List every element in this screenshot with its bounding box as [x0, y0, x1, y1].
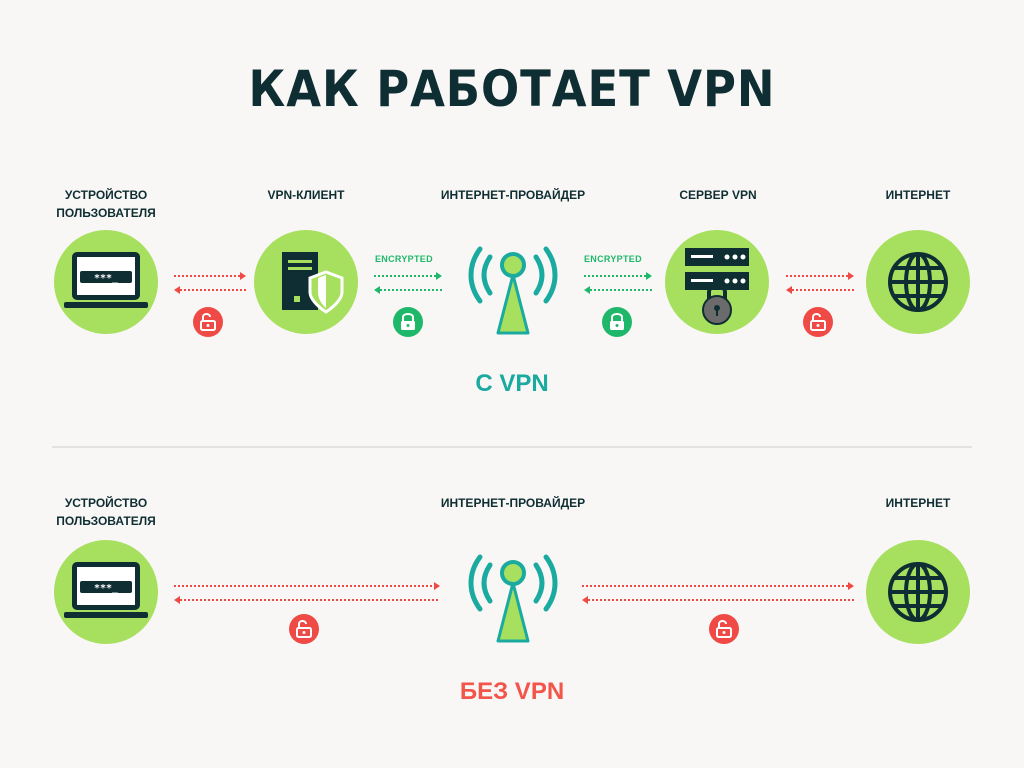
isp-node [458, 235, 568, 335]
arrow-device-client [174, 272, 246, 294]
label-internet: ИНТЕРНЕТ [885, 188, 951, 202]
server-lock-icon [685, 248, 749, 325]
device-node: ***_ [54, 230, 158, 334]
antenna-icon [468, 554, 558, 643]
shield-server-icon [282, 252, 344, 314]
arrow-isp-internet [582, 582, 854, 604]
label-vpn-server: СЕРВЕР VPN [679, 188, 757, 202]
encrypted-label-2: ENCRYPTED [584, 254, 642, 264]
screen-password-text: ***_ [94, 273, 119, 284]
arrow-server-internet [786, 272, 854, 294]
without-vpn-label: БЕЗ VPN [459, 678, 565, 705]
label-vpn-client: VPN-КЛИЕНТ [267, 188, 345, 202]
laptop-icon: ***_ [64, 562, 148, 618]
antenna-icon [468, 246, 558, 335]
label-device: УСТРОЙСТВО ПОЛЬЗОВАТЕЛЯ [56, 496, 156, 528]
arrow-client-isp [374, 272, 442, 294]
page-title: КАК РАБОТАЕТ VPN [248, 60, 776, 118]
arrow-isp-server [584, 272, 652, 294]
globe-icon [888, 562, 948, 622]
open-lock-icon [803, 307, 833, 337]
encrypted-label-1: ENCRYPTED [375, 254, 433, 264]
open-lock-icon [289, 614, 319, 644]
isp-node [458, 543, 568, 643]
arrow-device-isp [174, 582, 440, 604]
open-lock-icon [193, 307, 223, 337]
laptop-icon: ***_ [64, 252, 148, 308]
vpn-client-node [254, 230, 358, 334]
open-lock-icon [709, 614, 739, 644]
closed-lock-icon [393, 307, 423, 337]
globe-icon [888, 252, 948, 312]
label-isp: ИНТЕРНЕТ-ПРОВАЙДЕР [440, 496, 586, 510]
label-device: УСТРОЙСТВО ПОЛЬЗОВАТЕЛЯ [56, 188, 156, 220]
vpn-server-node [665, 230, 769, 334]
closed-lock-icon [602, 307, 632, 337]
internet-node [866, 230, 970, 334]
with-vpn-label: С VPN [475, 370, 549, 397]
internet-node [866, 540, 970, 644]
screen-password-text: ***_ [94, 583, 119, 594]
label-internet: ИНТЕРНЕТ [885, 496, 951, 510]
section-divider [52, 446, 972, 448]
label-isp: ИНТЕРНЕТ-ПРОВАЙДЕР [440, 188, 586, 202]
device-node: ***_ [54, 540, 158, 644]
